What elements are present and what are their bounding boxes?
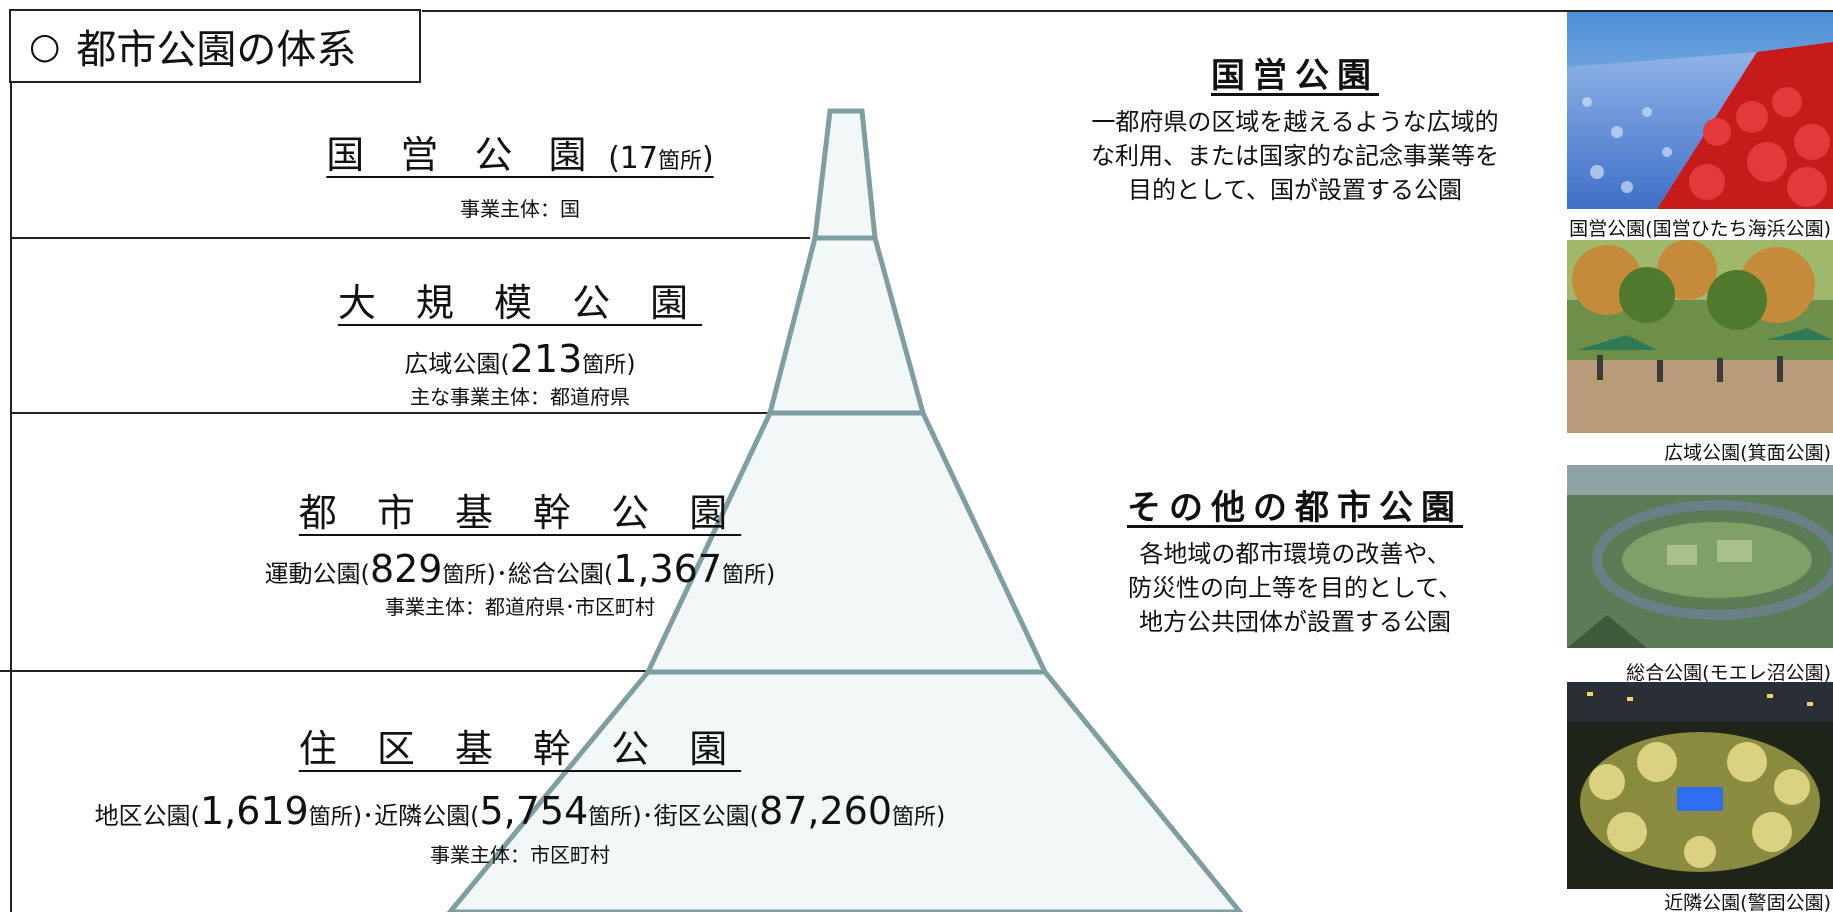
- tier-city-core-counts: 運動公園(829箇所)･総合公園(1,367箇所): [150, 547, 890, 591]
- district-core-part-3-prefix: 街区公園(: [653, 802, 760, 830]
- photo-caption-3: 総合公園(モエレ沼公園): [1626, 662, 1831, 684]
- circle-icon: ○: [29, 25, 61, 67]
- district-core-part-3-suffix: ): [936, 802, 946, 830]
- tier-city-core-body: 事業主体：都道府県･市区町村: [385, 595, 655, 619]
- national-park-description-line-1: 一都府県の区域を越えるような広域的: [1091, 108, 1499, 136]
- section-heading: ○ 都市公園の体系: [9, 9, 421, 83]
- tier-large-scale-count-unit: 箇所: [582, 353, 627, 378]
- park-market-image: [1567, 240, 1833, 433]
- tier-large-scale-body: 主な事業主体：都道府県: [410, 385, 630, 409]
- tier-city-core: 都 市 基 幹 公 園 運動公園(829箇所)･総合公園(1,367箇所) 事業…: [150, 482, 890, 620]
- photo-caption-1: 国営公園(国営ひたち海浜公園): [1569, 218, 1831, 240]
- city-core-part-2-unit: 箇所: [722, 563, 767, 588]
- national-park-description-line-3: 目的として、国が設置する公園: [1127, 176, 1463, 204]
- flower-field-image: [1567, 12, 1833, 209]
- tier-city-core-title: 都 市 基 幹 公 園: [298, 491, 742, 535]
- photo-caption-4: 近隣公園(警固公園): [1664, 892, 1831, 914]
- tier-national-count-unit: 箇所: [657, 149, 702, 174]
- district-core-part-3-number: 87,260: [759, 789, 893, 833]
- tier-large-scale-count-suffix: ): [626, 350, 636, 378]
- other-park-description-line-3: 地方公共団体が設置する公園: [1139, 608, 1451, 636]
- photo-minoo-park: [1567, 240, 1833, 433]
- city-core-part-1: 運動公園(829箇所)･: [264, 547, 508, 591]
- tier-district-core-body: 事業主体：市区町村: [430, 843, 610, 867]
- photo-kego-park: [1567, 682, 1833, 889]
- city-core-part-1-prefix: 運動公園(: [264, 560, 370, 588]
- tier-large-scale-count-number: 213: [509, 337, 583, 381]
- tier-national-count: (17: [598, 141, 658, 176]
- district-core-part-1: 地区公園(1,619箇所)･: [94, 789, 375, 833]
- tier-separator-3: [0, 670, 650, 672]
- tier-large-scale-title: 大 規 模 公 園: [337, 281, 703, 325]
- district-core-part-1-number: 1,619: [199, 789, 309, 833]
- tier-national-count-suffix: ): [701, 141, 714, 176]
- tier-district-core: 住 区 基 幹 公 園 地区公園(1,619箇所)･近隣公園(5,754箇所)･…: [20, 718, 1020, 868]
- tier-large-scale-count: 広域公園(213箇所): [270, 337, 770, 381]
- other-park-description-heading: その他の都市公園: [1127, 488, 1463, 528]
- tier-national-body: 事業主体：国: [460, 197, 580, 221]
- tier-large-scale-count-prefix: 広域公園(: [404, 350, 510, 378]
- frame-left-line: [10, 82, 12, 912]
- other-park-description-line-1: 各地域の都市環境の改善や、: [1139, 540, 1451, 568]
- pyramid-tier-national: [812, 108, 878, 241]
- national-park-description-heading: 国営公園: [1211, 56, 1379, 96]
- district-core-part-1-suffix: )･: [352, 802, 375, 830]
- city-core-part-2: 総合公園(1,367箇所): [507, 547, 776, 591]
- tier-district-core-title: 住 区 基 幹 公 園: [298, 727, 742, 771]
- district-core-part-3-unit: 箇所: [892, 805, 937, 830]
- district-core-part-3: 街区公園(87,260箇所): [653, 789, 946, 833]
- tier-national-title: 国 営 公 園 (17箇所): [270, 124, 770, 179]
- tier-separator-1: [10, 237, 810, 239]
- district-core-part-2-number: 5,754: [479, 789, 589, 833]
- national-park-description-lines: 一都府県の区域を越えるような広域的 な利用、または国家的な記念事業等を 目的とし…: [1060, 105, 1530, 207]
- tier-national-title-text: 国 営 公 園: [326, 133, 599, 177]
- other-park-description-line-2: 防災性の向上等を目的として、: [1127, 574, 1463, 602]
- district-core-part-1-unit: 箇所: [308, 805, 353, 830]
- tier-large-scale: 大 規 模 公 園 広域公園(213箇所) 主な事業主体：都道府県: [270, 272, 770, 410]
- district-core-part-1-prefix: 地区公園(: [94, 802, 200, 830]
- city-core-part-2-suffix: ): [766, 560, 776, 588]
- district-core-part-2: 近隣公園(5,754箇所)･: [374, 789, 654, 833]
- pyramid-tier-large-scale: [766, 235, 927, 416]
- city-core-part-2-number: 1,367: [613, 547, 723, 591]
- district-core-part-2-prefix: 近隣公園(: [374, 802, 480, 830]
- tier-district-core-counts: 地区公園(1,619箇所)･近隣公園(5,754箇所)･街区公園(87,260箇…: [20, 789, 1020, 833]
- city-core-part-1-unit: 箇所: [442, 563, 487, 588]
- photo-hitachi-seaside-park: [1567, 12, 1833, 209]
- other-park-description-lines: 各地域の都市環境の改善や、 防災性の向上等を目的として、 地方公共団体が設置する…: [1060, 537, 1530, 639]
- illumination-park-image: [1567, 682, 1833, 889]
- frame-top-line: [422, 10, 1833, 12]
- district-core-part-2-unit: 箇所: [588, 805, 633, 830]
- photo-moerenuma-park: [1567, 465, 1833, 648]
- photo-caption-2: 広域公園(箕面公園): [1664, 442, 1831, 464]
- other-park-description: その他の都市公園 各地域の都市環境の改善や、 防災性の向上等を目的として、 地方…: [1060, 480, 1530, 639]
- city-core-part-1-number: 829: [369, 547, 443, 591]
- district-core-part-2-suffix: )･: [632, 802, 654, 830]
- aerial-park-image: [1567, 465, 1833, 648]
- pyramid-tier-district-core: [446, 669, 1244, 912]
- city-core-part-1-suffix: )･: [486, 560, 508, 588]
- national-park-description: 国営公園 一都府県の区域を越えるような広域的 な利用、または国家的な記念事業等を…: [1060, 48, 1530, 207]
- national-park-description-line-2: な利用、または国家的な記念事業等を: [1091, 142, 1499, 170]
- tier-national: 国 営 公 園 (17箇所) 事業主体：国: [270, 124, 770, 222]
- city-core-part-2-prefix: 総合公園(: [507, 560, 614, 588]
- section-heading-text: 都市公園の体系: [76, 27, 357, 73]
- tier-separator-2: [10, 412, 770, 414]
